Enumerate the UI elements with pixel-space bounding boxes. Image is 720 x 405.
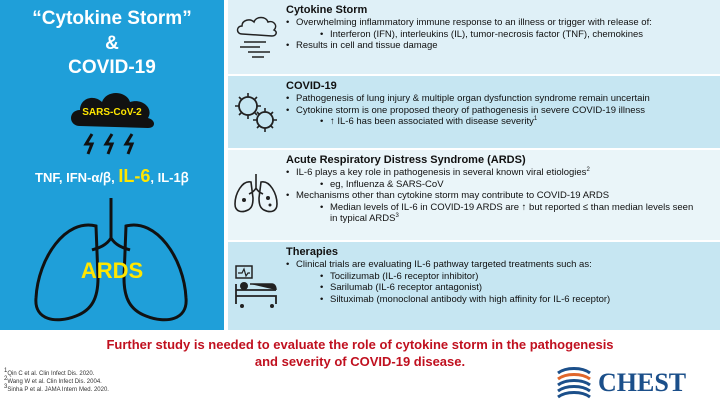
panel-2-bullet: Cytokine storm is one proposed theory of… [286,105,714,117]
panel-4-heading: Therapies [286,246,338,258]
panel-1-bullet: Results in cell and tissue damage [286,40,714,52]
left-summary-panel: “Cytokine Storm” & COVID-19 SARS-CoV-2 T… [0,0,224,330]
panel-1-subbullet: Interferon (IFN), interleukins (IL), tum… [286,29,714,41]
cytokine-list: TNF, IFN-α/ꞵ, IL-6, IL-1ꞵ [0,166,224,187]
footnote-marker: 3 [395,212,399,219]
cloud-label: SARS-CoV-2 [82,107,142,118]
panel-1-heading: Cytokine Storm [286,4,368,16]
panel-2-heading: COVID-19 [286,80,337,92]
storm-cloud-icon [236,16,277,58]
title-line-2: & [105,33,119,54]
panel-3-subbullet: Median levels of IL-6 in COVID-19 ARDS a… [286,202,714,225]
panel-2-subbullet: ↑ IL-6 has been associated with disease … [286,116,714,128]
panel-3-subbullet-text: Median levels of IL-6 in COVID-19 ARDS a… [330,201,694,225]
conclusion-line-1: Further study is needed to evaluate the … [106,337,614,352]
panel-covid-19: COVID-19 Pathogenesis of lung injury & m… [228,76,720,148]
conclusion-text: Further study is needed to evaluate the … [0,336,720,370]
conclusion-line-2: and severity of COVID-19 disease. [254,354,466,369]
panel-2-subbullet-text: ↑ IL-6 has been associated with disease … [330,116,534,127]
panel-3-bullet: Mechanisms other than cytokine storm may… [286,190,714,202]
panel-1-bullet: Overwhelming inflammatory immune respons… [286,17,714,29]
cytokines-pre: TNF, IFN-α/ꞵ, [35,170,119,185]
hospital-bed-icon [235,265,277,308]
lungs-outline-icon [34,198,188,322]
panel-therapies: Therapies Clinical trials are evaluating… [228,242,720,330]
lungs-icon [234,174,278,213]
panel-3-subbullet: eg, Influenza & SARS-CoV [286,179,714,191]
reference-item: 1Qin C et al. Clin Infect Dis. 2020. [4,368,95,377]
virus-cloud: SARS-CoV-2 [62,82,162,162]
panel-4-subbullet: Tocilizumab (IL-6 receptor inhibitor) [286,271,714,283]
panel-cytokine-storm: Cytokine Storm Overwhelming inflammatory… [228,0,720,74]
chest-logo-mark-icon [557,367,591,399]
title-line-3: COVID-19 [68,57,156,78]
panel-4-subbullet: Siltuximab (monoclonal antibody with hig… [286,294,714,306]
panel-ards: Acute Respiratory Distress Syndrome (ARD… [228,150,720,240]
footnote-marker: 1 [533,115,538,122]
reference-item: 2Wang W et al. Clin Infect Dis. 2004. [4,376,102,385]
panel-4-bullet: Clinical trials are evaluating IL-6 path… [286,259,714,271]
panel-3-bullet-text: IL-6 plays a key role in pathogenesis in… [296,167,587,178]
ards-label: ARDS [80,258,144,283]
panel-2-bullet: Pathogenesis of lung injury & multiple o… [286,93,714,105]
chest-logo-text: CHEST [598,368,687,397]
cytokines-post: , IL-1ꞵ [150,170,189,185]
panel-4-subbullet: Sarilumab (IL-6 receptor antagonist) [286,282,714,294]
storm-cloud-icon [71,93,154,155]
virus-icon [235,93,277,132]
il6-highlight: IL-6 [118,166,151,186]
references: 1Qin C et al. Clin Infect Dis. 2020. 2Wa… [4,368,109,394]
title-line-1: “Cytokine Storm” [32,8,192,29]
footnote-marker: 2 [586,166,590,173]
panel-3-heading: Acute Respiratory Distress Syndrome (ARD… [286,154,526,166]
chest-logo: CHEST [554,364,714,400]
panel-3-bullet: IL-6 plays a key role in pathogenesis in… [286,167,714,179]
reference-item: 3Sinha P et al. JAMA Intern Med. 2020. [4,384,109,393]
